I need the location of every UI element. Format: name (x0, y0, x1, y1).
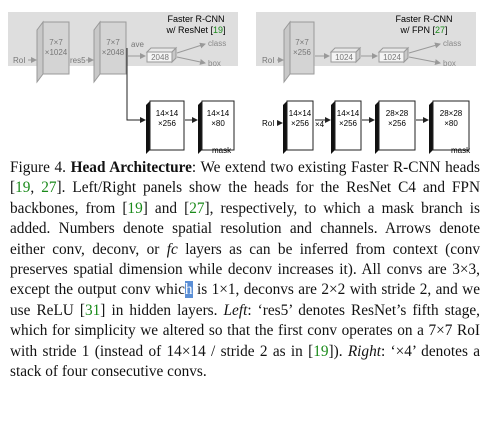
right-fc1-1024: 1024 (329, 46, 362, 64)
svg-text:7×7: 7×7 (295, 38, 309, 47)
svg-text:28×28: 28×28 (386, 109, 409, 118)
right-mask-14x14x256-a: 14×14 ×256 (283, 100, 314, 154)
head-architecture-figure: Faster R-CNN w/ ResNet [19] RoI 7×7 ×102… (8, 12, 476, 155)
left-feature-7x7x1024: 7×7 ×1024 (36, 20, 70, 84)
svg-text:×256: ×256 (293, 48, 312, 57)
svg-text:2048: 2048 (151, 53, 169, 62)
left-panel: Faster R-CNN w/ ResNet [19] RoI 7×7 ×102… (8, 12, 238, 155)
svg-text:×256: ×256 (291, 119, 310, 128)
right-title-line1: Faster R-CNN (395, 14, 452, 24)
caption-title: Head Architecture (70, 159, 192, 176)
svg-text:14×14: 14×14 (207, 109, 230, 118)
svg-text:7×7: 7×7 (106, 38, 120, 47)
citation[interactable]: 19 (313, 342, 329, 360)
right-mask-label: mask (451, 146, 471, 155)
citation[interactable]: 19 (15, 179, 31, 197)
svg-text:7×7: 7×7 (49, 38, 63, 47)
svg-text:×256: ×256 (158, 119, 177, 128)
citation[interactable]: 31 (85, 301, 101, 319)
right-mask-28x28x256: 28×28 ×256 (375, 100, 416, 154)
citation[interactable]: 27 (189, 199, 205, 217)
left-title-line1: Faster R-CNN (167, 14, 224, 24)
text-cursor-selection[interactable]: h (184, 281, 193, 299)
left-box-label: box (208, 59, 221, 68)
right-mask-28x28x80: 28×28 ×80 (429, 100, 470, 154)
svg-text:14×14: 14×14 (337, 109, 360, 118)
right-title-line2: w/ FPN [27] (399, 25, 447, 35)
svg-text:14×14: 14×14 (156, 109, 179, 118)
right-box-label: box (443, 59, 456, 68)
left-ave-label: ave (131, 40, 144, 49)
svg-text:×80: ×80 (444, 119, 458, 128)
left-mask-14x14x256: 14×14 ×256 (146, 100, 185, 154)
left-roi-label: RoI (13, 56, 25, 65)
citation[interactable]: 19 (127, 199, 143, 217)
svg-text:×1024: ×1024 (45, 48, 68, 57)
right-fc2-1024: 1024 (377, 46, 410, 64)
svg-text:28×28: 28×28 (440, 109, 463, 118)
svg-text:1024: 1024 (383, 53, 401, 62)
right-x4-label: ×4 (315, 120, 325, 129)
svg-text:×256: ×256 (339, 119, 358, 128)
svg-text:14×14: 14×14 (289, 109, 312, 118)
svg-text:×2048: ×2048 (102, 48, 125, 57)
left-feature-7x7x2048: 7×7 ×2048 (93, 20, 127, 84)
figure-caption: Figure 4. Head Architecture: We extend t… (10, 159, 480, 381)
left-fc-2048: 2048 (145, 46, 178, 64)
svg-text:×256: ×256 (388, 119, 407, 128)
left-res5-label: res5 (70, 56, 86, 65)
right-feature-7x7x256: 7×7 ×256 (283, 20, 315, 84)
right-mask-14x14x256-b: 14×14 ×256 (331, 100, 362, 154)
right-roi-label: RoI (262, 56, 274, 65)
right-class-label: class (443, 39, 461, 48)
citation[interactable]: 27 (41, 179, 57, 197)
left-mask-14x14x80: 14×14 ×80 (198, 100, 235, 154)
figure-label: Figure 4. (10, 159, 67, 176)
right-roi2-label: RoI (262, 119, 274, 128)
left-title-line2: w/ ResNet [19] (165, 25, 225, 35)
left-mask-label: mask (212, 146, 232, 155)
svg-text:1024: 1024 (335, 53, 353, 62)
svg-text:×80: ×80 (211, 119, 225, 128)
right-panel: Faster R-CNN w/ FPN [27] RoI 7×7 ×256 10… (256, 12, 476, 155)
left-class-label: class (208, 39, 226, 48)
